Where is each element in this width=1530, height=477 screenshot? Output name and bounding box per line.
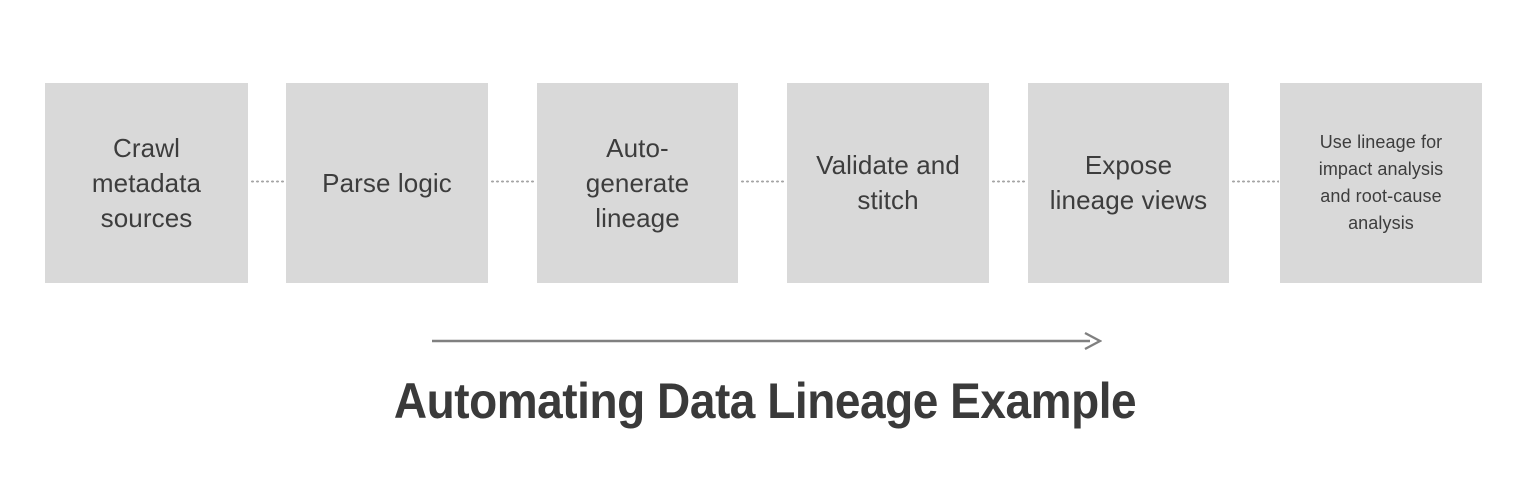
process-stage-5[interactable]: Expose lineage views (1028, 83, 1229, 283)
connector-stage-5-to-stage-6 (1231, 180, 1279, 183)
stage-1-label: Crawl metadata sources (91, 132, 202, 233)
stage-4-label: Validate and stitch (816, 150, 960, 215)
process-stage-2[interactable]: Parse logic (286, 83, 488, 283)
page-title: Automating Data Lineage Example (393, 373, 1137, 429)
process-stage-4[interactable]: Validate and stitch (787, 83, 989, 283)
stage-2-label: Parse logic (322, 167, 452, 198)
connector-stage-3-to-stage-4 (740, 180, 786, 183)
stage-6-label: Use lineage for impact analysis and root… (1318, 132, 1444, 233)
stage-3-label: Auto- generate lineage (585, 132, 690, 233)
process-stage-3[interactable]: Auto- generate lineage (537, 83, 738, 283)
progress-arrow-icon (432, 331, 1102, 351)
process-stage-1[interactable]: Crawl metadata sources (45, 83, 248, 283)
connector-stage-4-to-stage-5 (991, 180, 1027, 183)
stage-5-label: Expose lineage views (1049, 150, 1208, 215)
connector-stage-2-to-stage-3 (490, 180, 536, 183)
process-stage-6[interactable]: Use lineage for impact analysis and root… (1280, 83, 1482, 283)
connector-stage-1-to-stage-2 (250, 180, 285, 183)
